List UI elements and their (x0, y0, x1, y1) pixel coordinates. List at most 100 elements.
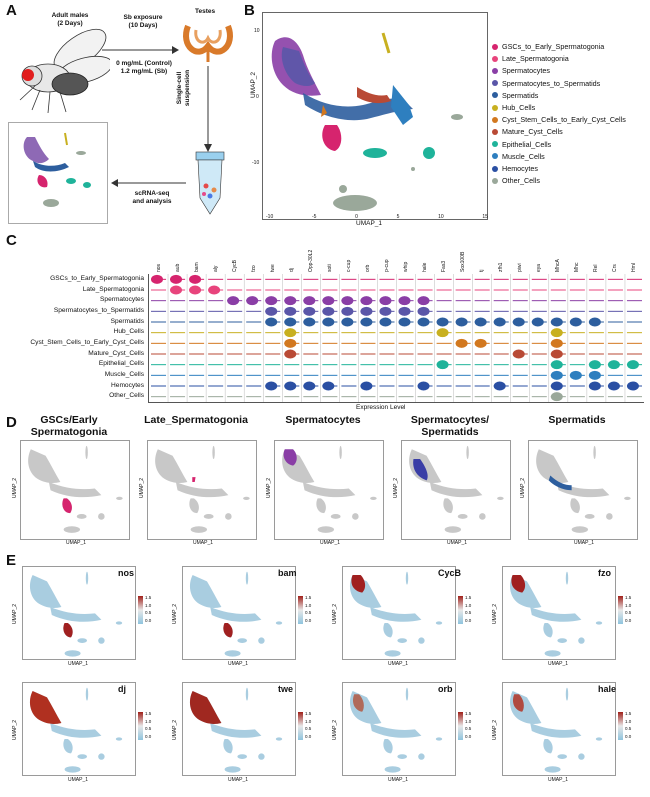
panel-d-ylabel: UMAP_2 (520, 477, 526, 498)
panel-e-scale-tick: 1.0 (465, 602, 472, 608)
panel-e-scale-tick: 1.0 (465, 718, 472, 724)
violin-shape (474, 317, 487, 327)
umap-cluster (405, 687, 409, 701)
panel-d-title-line: Spermatogonia (30, 426, 108, 438)
legend-item: Hub_Cells (492, 103, 535, 112)
violin-shape (417, 296, 430, 306)
umap-cluster (330, 513, 341, 519)
panel-e-scale-tick: 0.5 (465, 610, 472, 615)
panel-d-umap (20, 440, 130, 540)
panel-d-umap-svg (536, 445, 631, 533)
umap-cluster (497, 496, 504, 501)
panel-e-color-scale (458, 712, 463, 740)
umap-highlight (189, 691, 222, 724)
fly-title-text: Adult males (51, 12, 89, 19)
umap-cluster (237, 754, 247, 759)
violin-shape (284, 349, 297, 359)
violin-shape (189, 285, 202, 295)
panel-e-scale-tick: 0.5 (465, 726, 472, 731)
scrna-label: scRNA-seq and analysis (122, 190, 182, 206)
legend-swatch (492, 67, 498, 74)
violin-shape (607, 360, 620, 370)
umap-ytick-neg10: -10 (252, 160, 260, 166)
violin-shape (398, 317, 411, 327)
panel-d-title-line: Spermatocytes (285, 414, 361, 426)
umap-cluster (370, 496, 377, 501)
violin-shape (436, 328, 449, 338)
umap-main-xlabel: UMAP_1 (356, 220, 383, 227)
violin-shape (341, 296, 354, 306)
panel-e-xlabel: UMAP_1 (548, 661, 569, 667)
panel-e-gene-label: dj (118, 684, 126, 694)
dose-label: 0 mg/mL (Control) 1.2 mg/mL (Sb) (104, 60, 184, 76)
violin-plot (148, 274, 644, 403)
umap-cluster (190, 526, 208, 533)
violin-shape (303, 381, 316, 391)
umap-cluster (571, 526, 589, 533)
umap-cluster (352, 513, 359, 520)
panel-e-scale-tick: 0.0 (625, 733, 632, 739)
panel-e-scale-tick: 1.5 (625, 711, 632, 716)
umap-highlight (512, 694, 524, 712)
panel-e-ylabel: UMAP_2 (492, 603, 498, 624)
legend-label: Spermatocytes (502, 66, 550, 76)
violin-celltype-label: Epithelial_Cells (98, 360, 144, 368)
violin-gene-label: CycB (231, 260, 238, 272)
panel-e-scale-tick: 0.5 (305, 726, 312, 731)
umap-cluster (302, 482, 356, 498)
panel-e-color-scale (298, 712, 303, 740)
panel-e-umap-svg (189, 687, 283, 773)
panel-e-scale-tick: 1.5 (305, 595, 312, 600)
panel-e-scale-tick: 1.5 (145, 595, 152, 600)
panel-d-umap (147, 440, 257, 540)
violin-gene-label: hale (422, 262, 429, 272)
violin-shape (284, 328, 297, 338)
umap-cluster (98, 637, 105, 644)
umap-cluster (544, 650, 561, 657)
legend-item: Cyst_Stem_Cells_to_Early_Cyst_Cells (492, 115, 626, 124)
violin-shape (284, 317, 297, 327)
umap-cluster (64, 650, 81, 657)
violin-celltype-label: Mature_Cyst_Cells (88, 349, 144, 357)
legend-swatch (492, 92, 498, 99)
violin-shape (626, 360, 639, 370)
violin-shape (360, 381, 373, 391)
panel-e-scale-tick: 1.0 (145, 718, 152, 724)
violin-shape (531, 317, 544, 327)
violin-gene-label: orb (364, 264, 371, 272)
violin-shape (588, 381, 601, 391)
violin-gene-label: Hml (631, 263, 638, 272)
violin-shape (151, 274, 163, 284)
umap-cluster (556, 482, 610, 498)
violin-gene-label: Fas3 (441, 260, 448, 272)
umap-cluster (383, 623, 393, 638)
violin-gene-label: fzo (250, 265, 257, 272)
violin-gene-label: MhcA (555, 259, 562, 272)
panel-d-umap (401, 440, 511, 540)
umap-cluster (409, 449, 442, 483)
violin-gene-label: bam (193, 262, 200, 272)
umap-cluster (443, 498, 453, 514)
umap-cluster (115, 737, 123, 741)
umap-highlight (223, 623, 233, 638)
exposure-sub: (10 Days) (128, 22, 158, 29)
panel-e-scale-tick: 1.0 (625, 602, 632, 608)
panel-e-scale-tick: 1.5 (465, 595, 472, 600)
violin-gene-label: soti (326, 264, 333, 272)
umap-cluster (275, 737, 283, 741)
violin-shape (550, 328, 563, 338)
violin-shape (265, 381, 278, 391)
violin-shape (550, 381, 563, 391)
violin-shape (265, 317, 278, 327)
violin-shape (265, 306, 278, 316)
panel-e-ylabel: UMAP_2 (12, 719, 18, 740)
umap-cluster (210, 723, 262, 738)
panel-e-scale-tick: 1.5 (625, 595, 632, 600)
legend-item: Other_Cells (492, 176, 540, 185)
panel-d-label: D (6, 414, 17, 431)
panel-e-gene-label: bam (278, 568, 297, 578)
violin-shape (417, 306, 430, 316)
